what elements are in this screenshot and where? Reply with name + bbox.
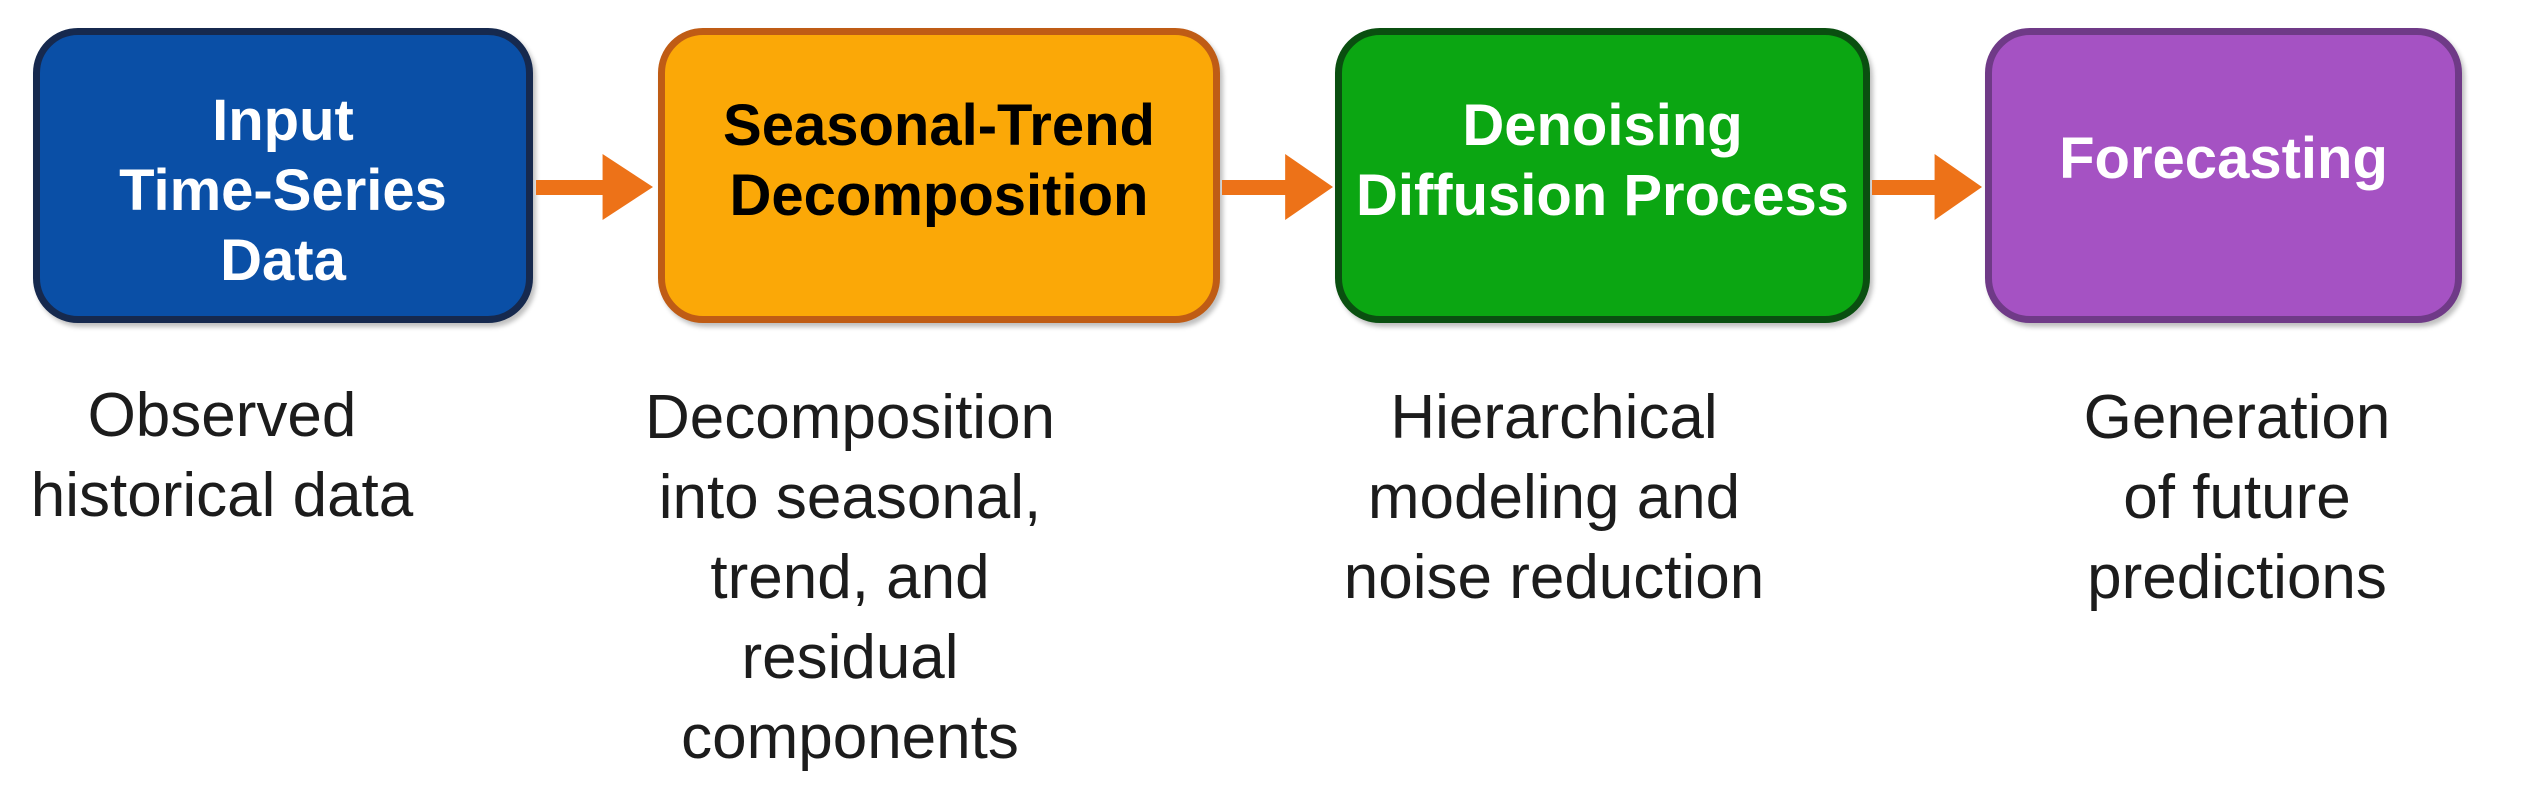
stage-caption-input-time-series-data: Observed historical data bbox=[30, 381, 414, 530]
stage-box-forecasting: Forecasting bbox=[1985, 28, 2462, 323]
stage-caption-denoising-diffusion-process: Hierarchical modeling and noise reductio… bbox=[1343, 383, 1765, 612]
stage-caption-seasonal-trend-decomposition: Decomposition into seasonal, trend, and … bbox=[644, 383, 1056, 772]
stage-box-input-time-series-data: Input Time-Series Data bbox=[33, 28, 533, 323]
stage-label-forecasting: Forecasting bbox=[2059, 125, 2388, 191]
stage-box-seasonal-trend-decomposition: Seasonal-Trend Decomposition bbox=[658, 28, 1220, 323]
flow-arrow-icon bbox=[1222, 154, 1333, 220]
flow-arrow-icon bbox=[1872, 154, 1982, 220]
flow-arrow-icon bbox=[536, 154, 653, 220]
stage-box-denoising-diffusion-process: Denoising Diffusion Process bbox=[1335, 28, 1870, 323]
stage-label-denoising-diffusion-process: Denoising Diffusion Process bbox=[1355, 92, 1850, 228]
stage-caption-forecasting: Generation of future predictions bbox=[2083, 383, 2391, 612]
stage-label-input-time-series-data: Input Time-Series Data bbox=[119, 87, 447, 293]
stage-label-seasonal-trend-decomposition: Seasonal-Trend Decomposition bbox=[723, 92, 1155, 228]
